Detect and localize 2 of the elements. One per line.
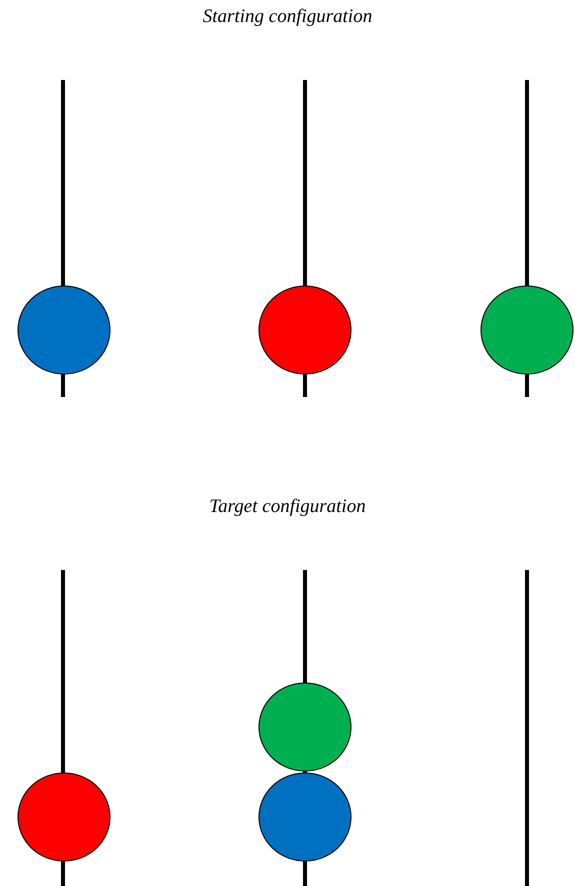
heading: Target configuration (209, 496, 366, 518)
heading: Starting configuration (202, 6, 372, 28)
